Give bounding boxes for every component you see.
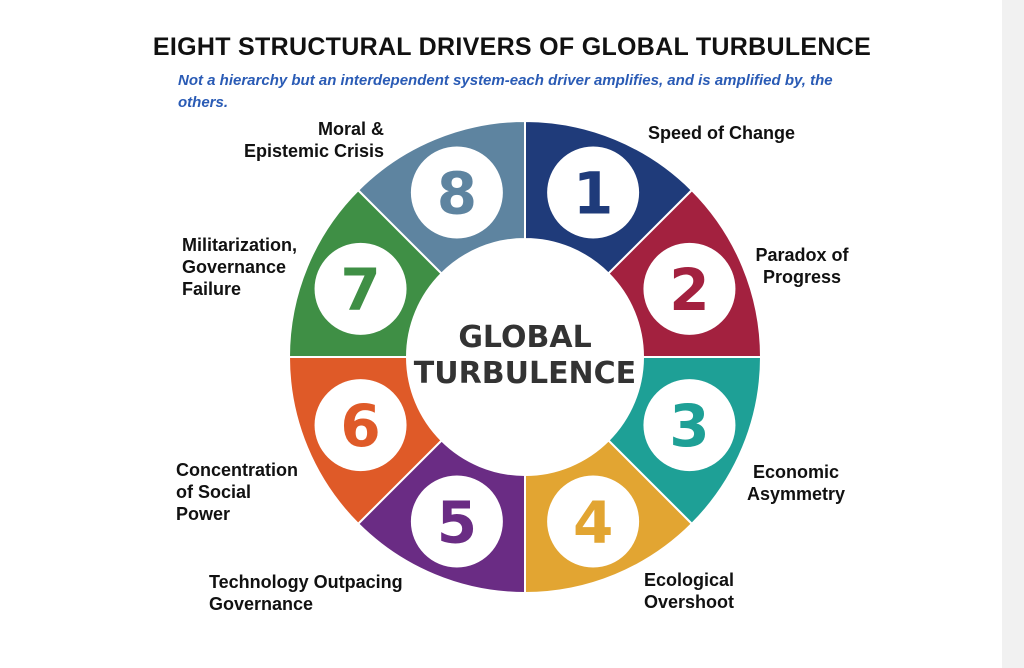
driver-badge-7 — [314, 242, 407, 335]
driver-badge-8 — [410, 146, 503, 239]
driver-number-2: 2 — [669, 256, 709, 324]
right-margin-strip — [1002, 0, 1024, 668]
center-circle — [409, 241, 641, 473]
center-label-line1: GLOBAL — [458, 320, 591, 355]
driver-badge-3 — [643, 379, 736, 472]
driver-badge-1 — [547, 146, 640, 239]
driver-badge-2 — [643, 242, 736, 335]
driver-number-4: 4 — [573, 488, 613, 556]
driver-label-1: Speed of Change — [648, 123, 796, 143]
driver-badge-4 — [547, 475, 640, 568]
driver-label-8: Moral &Epistemic Crisis — [243, 119, 384, 161]
driver-number-8: 8 — [437, 160, 477, 228]
driver-number-6: 6 — [340, 392, 380, 460]
center-label-line2: TURBULENCE — [414, 356, 636, 391]
driver-number-3: 3 — [669, 392, 709, 460]
driver-number-7: 7 — [340, 256, 380, 324]
diagram-subtitle: Not a hierarchy but an interdependent sy… — [178, 72, 833, 111]
driver-badge-6 — [314, 379, 407, 472]
driver-number-5: 5 — [437, 488, 477, 556]
diagram-title: EIGHT STRUCTURAL DRIVERS OF GLOBAL TURBU… — [152, 33, 872, 61]
driver-badge-5 — [410, 475, 503, 568]
driver-number-1: 1 — [573, 160, 613, 228]
